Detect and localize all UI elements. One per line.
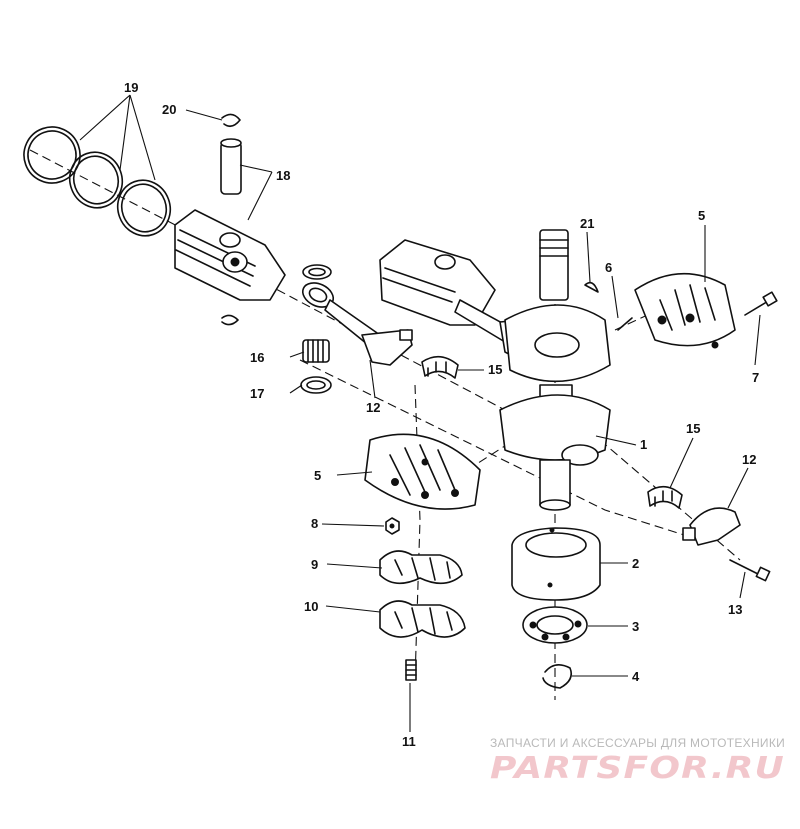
- connecting-rod-left: [301, 282, 413, 366]
- thrust-washers: [300, 264, 332, 394]
- reed-block-lower: [364, 433, 481, 510]
- callout-13: 13: [728, 602, 742, 617]
- piston-pin: [220, 138, 242, 195]
- callout-6: 6: [605, 260, 612, 275]
- callout-16: 16: [250, 350, 264, 365]
- screw-upper: [744, 291, 778, 316]
- callout-2: 2: [632, 556, 639, 571]
- callout-15-upper: 15: [488, 362, 502, 377]
- watermark: ЗАПЧАСТИ И АКСЕССУАРЫ ДЛЯ МОТОТЕХНИКИ PA…: [490, 736, 785, 786]
- retaining-ring: [542, 664, 573, 689]
- dowel-pin: [617, 317, 633, 331]
- piston-pin-clip: [221, 113, 241, 326]
- callout-5-upper: 5: [698, 208, 705, 223]
- screw-lower: [729, 559, 771, 582]
- callout-8: 8: [311, 516, 318, 531]
- callout-21: 21: [580, 216, 594, 231]
- bearing-carrier: [511, 527, 601, 601]
- crankshaft: [499, 229, 611, 511]
- callout-5-lower: 5: [314, 468, 321, 483]
- small-screw: [405, 659, 417, 681]
- reed-block-upper: [634, 272, 736, 349]
- callout-18: 18: [276, 168, 290, 183]
- ball-bearing: [522, 606, 588, 644]
- woodruff-key: [584, 281, 599, 293]
- leader-lines: [79, 94, 761, 732]
- piston-left: [174, 209, 286, 301]
- needle-bearing: [302, 339, 330, 363]
- reed-stops: [379, 600, 466, 638]
- callout-15-lower: 15: [686, 421, 700, 436]
- reed-petals: [379, 550, 463, 585]
- callout-12-left: 12: [366, 400, 380, 415]
- callout-4: 4: [632, 669, 640, 684]
- callout-7: 7: [752, 370, 759, 385]
- callout-9: 9: [311, 557, 318, 572]
- callout-labels: 19 20 18 21 6 5 7 1 15 16 17 12 5 8 9 10…: [124, 80, 759, 749]
- bearing-half-upper: [421, 355, 459, 379]
- nut: [385, 517, 400, 535]
- callout-17: 17: [250, 386, 264, 401]
- watermark-logo: PARTSFOR.RU: [490, 751, 785, 786]
- callout-1: 1: [640, 437, 647, 452]
- callout-10: 10: [304, 599, 318, 614]
- callout-12-right: 12: [742, 452, 756, 467]
- piston-rings: [23, 126, 172, 237]
- callout-11: 11: [402, 734, 416, 749]
- callout-3: 3: [632, 619, 639, 634]
- rod-cap: [682, 507, 741, 546]
- bearing-half-lower: [647, 485, 683, 509]
- callout-20: 20: [162, 102, 176, 117]
- watermark-tagline: ЗАПЧАСТИ И АКСЕССУАРЫ ДЛЯ МОТОТЕХНИКИ: [490, 736, 785, 750]
- callout-19: 19: [124, 80, 138, 95]
